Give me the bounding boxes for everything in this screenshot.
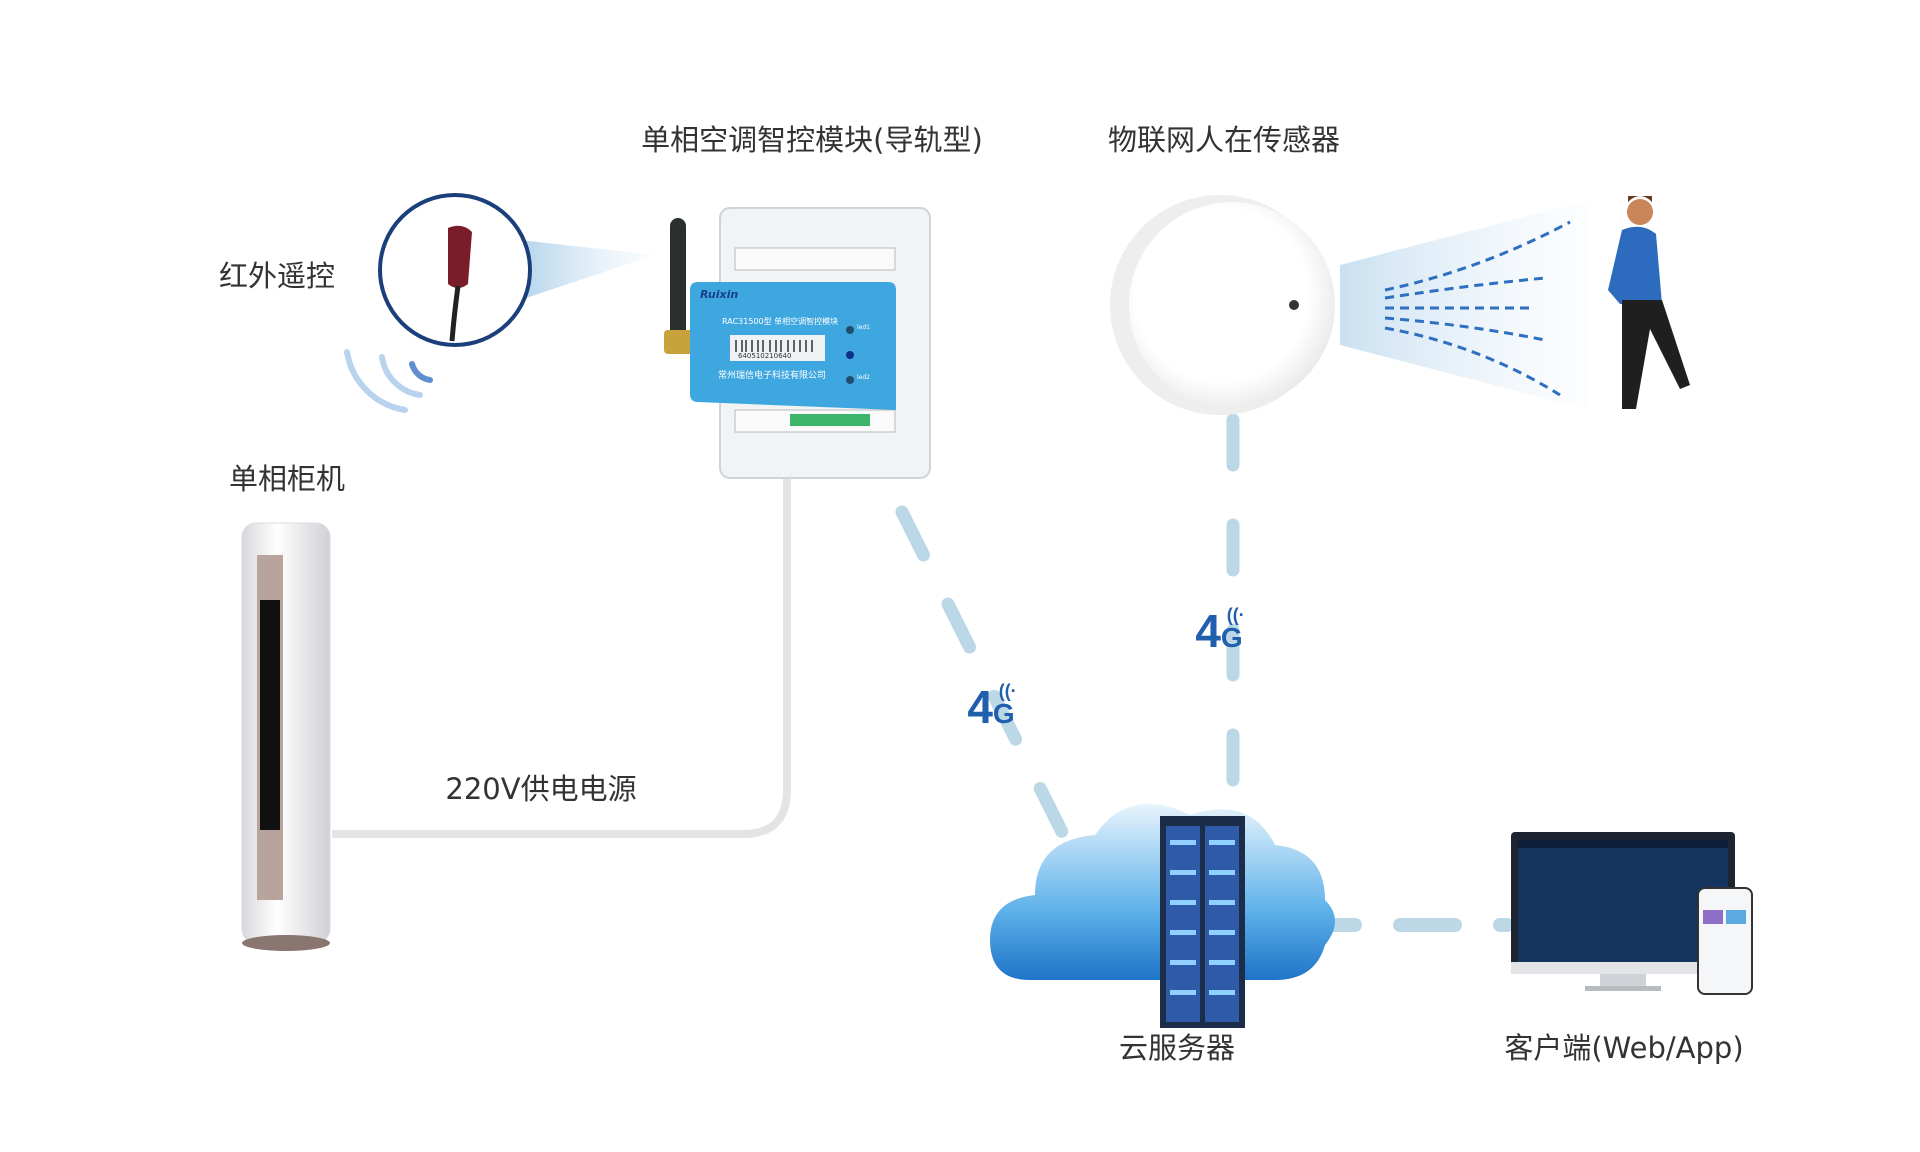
module-model: RAC31500型 单相空调智控模块	[722, 317, 839, 326]
ir-remote-label: 红外遥控	[218, 259, 336, 293]
module-company: 常州瑞信电子科技有限公司	[718, 371, 827, 381]
client-devices-icon	[1511, 832, 1753, 995]
4g-badge-sensor: 4G((·	[1195, 604, 1260, 658]
power-cable	[332, 474, 791, 838]
4g-number: 4	[1195, 605, 1221, 657]
person-icon	[1608, 196, 1690, 409]
cloud-label: 云服务器	[1118, 1031, 1236, 1065]
sensor-title: 物联网人在传感器	[1107, 123, 1341, 157]
module-barcode: 640510210640	[738, 352, 792, 360]
cloud-server-icon	[990, 803, 1335, 1028]
module-brand: Ruixin	[700, 288, 739, 301]
4g-badge-module: 4G((·	[967, 680, 1032, 734]
link-module-cloud	[895, 505, 1071, 843]
4g-letter: G	[1220, 622, 1243, 653]
power-label: 220V供电电源	[445, 772, 637, 806]
4g-letter: G	[992, 698, 1015, 729]
module-led2: led2	[857, 374, 870, 381]
presence-sensor	[1110, 195, 1590, 415]
module-led1: led1	[857, 324, 870, 331]
ir-beam	[520, 240, 655, 300]
ir-wave-icon	[344, 349, 433, 413]
ac-unit-label: 单相柜机	[228, 462, 346, 496]
ac-unit-icon	[241, 522, 331, 951]
client-label: 客户端(Web/App)	[1504, 1031, 1744, 1065]
module-title: 单相空调智控模块(导轨型)	[641, 123, 983, 157]
4g-number: 4	[967, 681, 993, 733]
wifi-signal-icon: ((·	[998, 681, 1017, 701]
wifi-signal-icon: ((·	[1226, 605, 1245, 625]
ac-control-module	[664, 207, 931, 479]
